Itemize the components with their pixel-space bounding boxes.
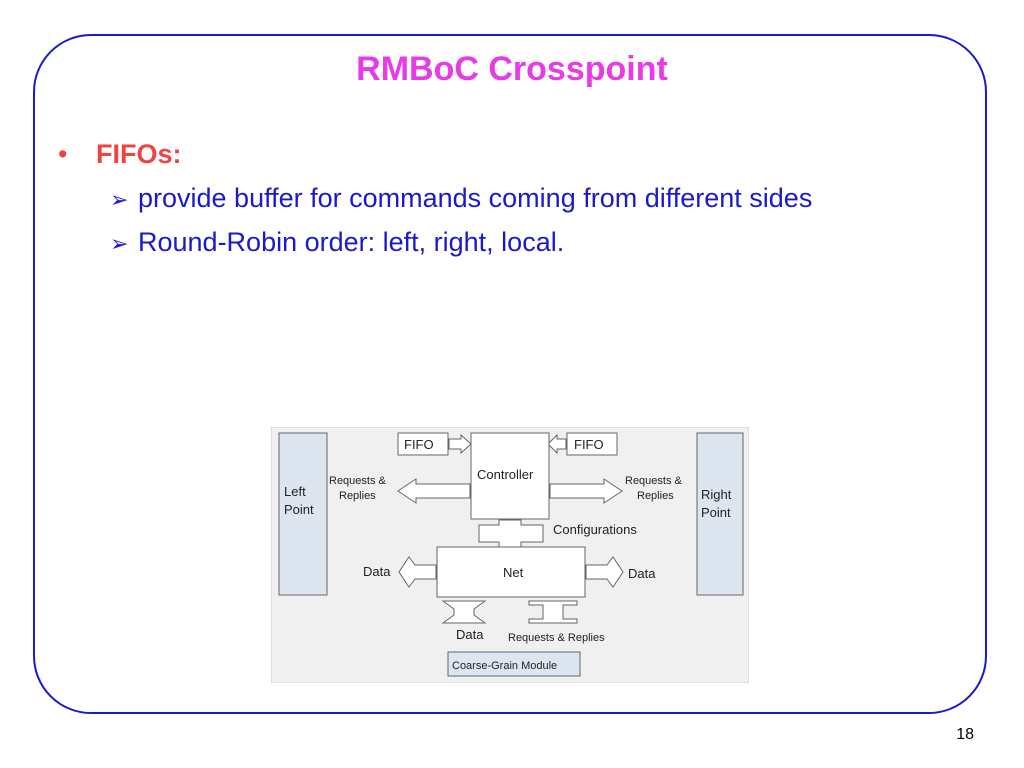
requests-bottom-label: Requests & Replies — [508, 632, 605, 644]
fifo-right-box — [566, 432, 618, 456]
net-box — [436, 546, 586, 598]
data-bottom-label: Data — [456, 627, 484, 642]
fifo-right-label: FIFO — [574, 437, 604, 452]
bullet-marker: • — [58, 139, 68, 169]
page-number: 18 — [956, 726, 974, 743]
coarse-grain-module-box — [447, 651, 581, 677]
data-left-label: Data — [363, 564, 391, 579]
requests-left-arrow-icon — [397, 478, 471, 504]
left-point-label-1: Left — [284, 484, 306, 499]
sub-item-text: Round-Robin order: left, right, local. — [138, 227, 565, 257]
sub-item-text: provide buffer for commands coming from … — [138, 183, 813, 213]
coarse-grain-module-label: Coarse-Grain Module — [452, 660, 557, 672]
controller-label: Controller — [477, 467, 534, 482]
right-point-label-2: Point — [701, 505, 731, 520]
data-right-label: Data — [628, 566, 656, 581]
requests-right-label-1: Requests & — [625, 475, 683, 487]
arrow-bullet-icon: ➢ — [110, 231, 129, 256]
diagram-svg: Left Point Right Point FIFO FIFO Control… — [271, 427, 749, 683]
bullet-fifos: • FIFOs: — [58, 139, 182, 170]
arrow-bullet-icon: ➢ — [110, 187, 129, 212]
fifo-right-arrow-icon — [547, 433, 567, 455]
crosspoint-diagram: Left Point Right Point FIFO FIFO Control… — [271, 427, 749, 683]
sub-item-2: ➢ Round-Robin order: left, right, local. — [110, 227, 564, 258]
slide-title: RMBoC Crosspoint — [356, 50, 668, 88]
configurations-label: Configurations — [553, 522, 637, 537]
left-point-label-2: Point — [284, 502, 314, 517]
data-right-arrow-icon — [585, 556, 624, 588]
requests-left-label-1: Requests & — [329, 475, 387, 487]
bullet-label: FIFOs: — [96, 139, 182, 169]
slide-frame — [33, 34, 987, 714]
data-bottom-arrow-icon — [441, 600, 487, 624]
fifo-left-arrow-icon — [448, 433, 472, 455]
right-point-label-1: Right — [701, 487, 732, 502]
requests-right-arrow-icon — [549, 478, 623, 504]
data-left-arrow-icon — [398, 556, 437, 588]
net-label: Net — [503, 565, 524, 580]
fifo-left-label: FIFO — [404, 437, 434, 452]
controller-box — [470, 432, 550, 520]
fifo-left-box — [397, 432, 449, 456]
left-point-box — [278, 432, 328, 596]
requests-right-label-2: Replies — [637, 490, 674, 502]
requests-bottom-arrow-icon — [528, 600, 578, 624]
sub-item-1: ➢ provide buffer for commands coming from… — [110, 183, 812, 214]
right-point-box — [696, 432, 744, 596]
requests-left-label-2: Replies — [339, 490, 376, 502]
